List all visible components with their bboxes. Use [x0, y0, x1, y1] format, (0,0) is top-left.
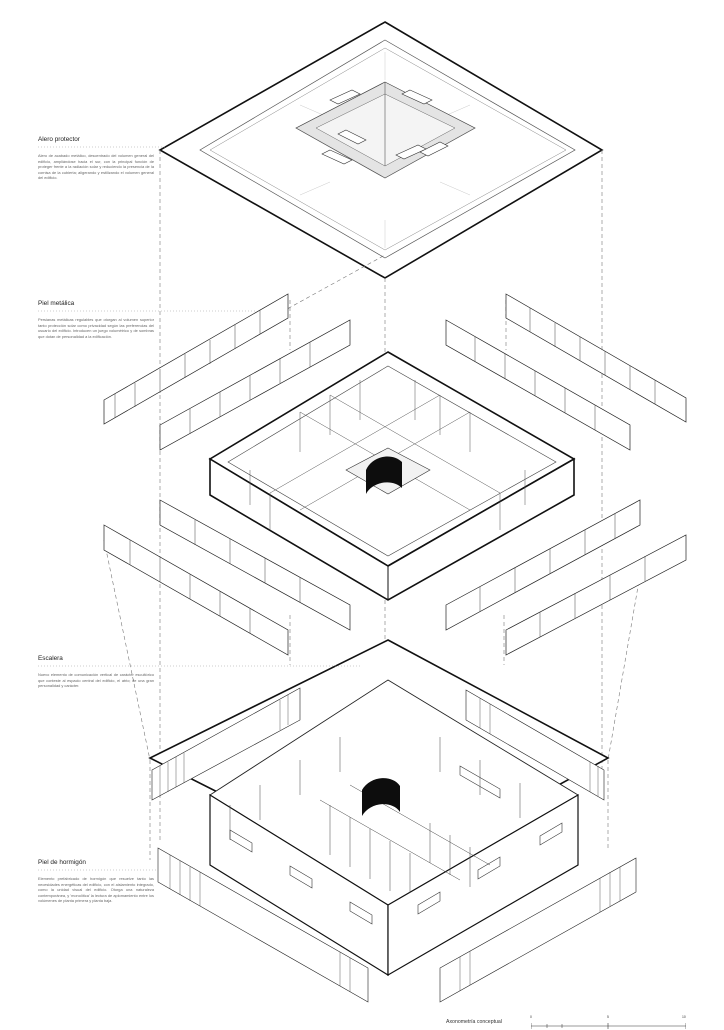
ground-windows: [229, 765, 563, 925]
annotation-body: Persianas metálicas regulables que otorg…: [38, 317, 154, 339]
metal-skin-front-right: [445, 499, 687, 656]
annotation-title: Piel de hormigón: [38, 859, 86, 866]
annotation-title: Escalera: [38, 655, 63, 662]
concrete-skin-front: [157, 847, 637, 1003]
annotation-piel-hormigon: Piel de hormigón Elemento prefabricado d…: [38, 859, 154, 904]
metal-skin-front-left: [103, 499, 351, 656]
annotation-body: Elemento prefabricado de hormigón que re…: [38, 876, 154, 904]
metal-skin-back-left: [103, 293, 351, 451]
projection-guides: [103, 150, 641, 860]
annotation-title: Piel metálica: [38, 300, 75, 307]
annotation-body: Alero de acabado metálico, descentrado d…: [38, 153, 154, 181]
annotation-alero: Alero protector Alero de acabado metálic…: [38, 136, 154, 181]
skylight: [321, 89, 449, 165]
leader-lines: [38, 146, 360, 871]
annotation-body: Nuevo elemento de comunicación vertical …: [38, 672, 154, 689]
roof-eave: [158, 21, 604, 279]
ground-floor: [148, 639, 610, 977]
ground-stair: [362, 778, 400, 816]
roof-hatch: [299, 52, 471, 248]
scale-label-10: 10: [682, 1015, 686, 1019]
scale-label-5: 5: [607, 1015, 609, 1019]
annotation-title: Alero protector: [38, 136, 80, 143]
annotation-escalera: Escalera Nuevo elemento de comunicación …: [38, 655, 154, 689]
scale-bar: [531, 1023, 686, 1029]
scale-label-0: 0: [530, 1015, 532, 1019]
drawing-caption: Axonometría conceptual: [446, 1019, 502, 1025]
upper-floor: [208, 351, 576, 601]
upper-stair: [366, 456, 402, 494]
concrete-skin-back: [151, 687, 605, 801]
metal-skin-back-right: [445, 293, 687, 451]
annotation-piel-metalica: Piel metálica Persianas metálicas regula…: [38, 300, 154, 339]
